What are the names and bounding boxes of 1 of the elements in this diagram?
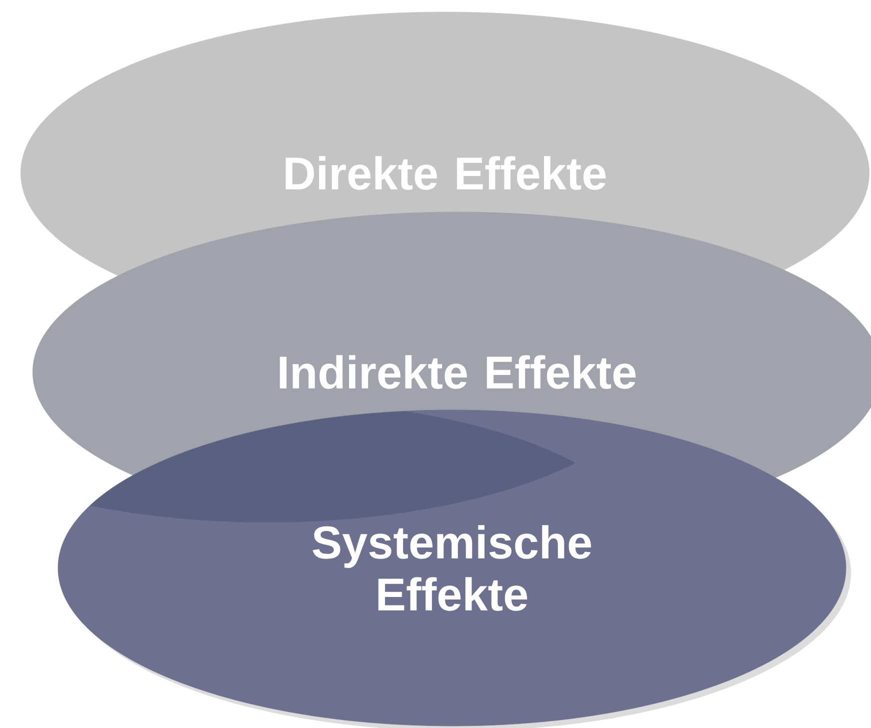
- ellipse-layer: Systemische Effekte: [58, 410, 851, 728]
